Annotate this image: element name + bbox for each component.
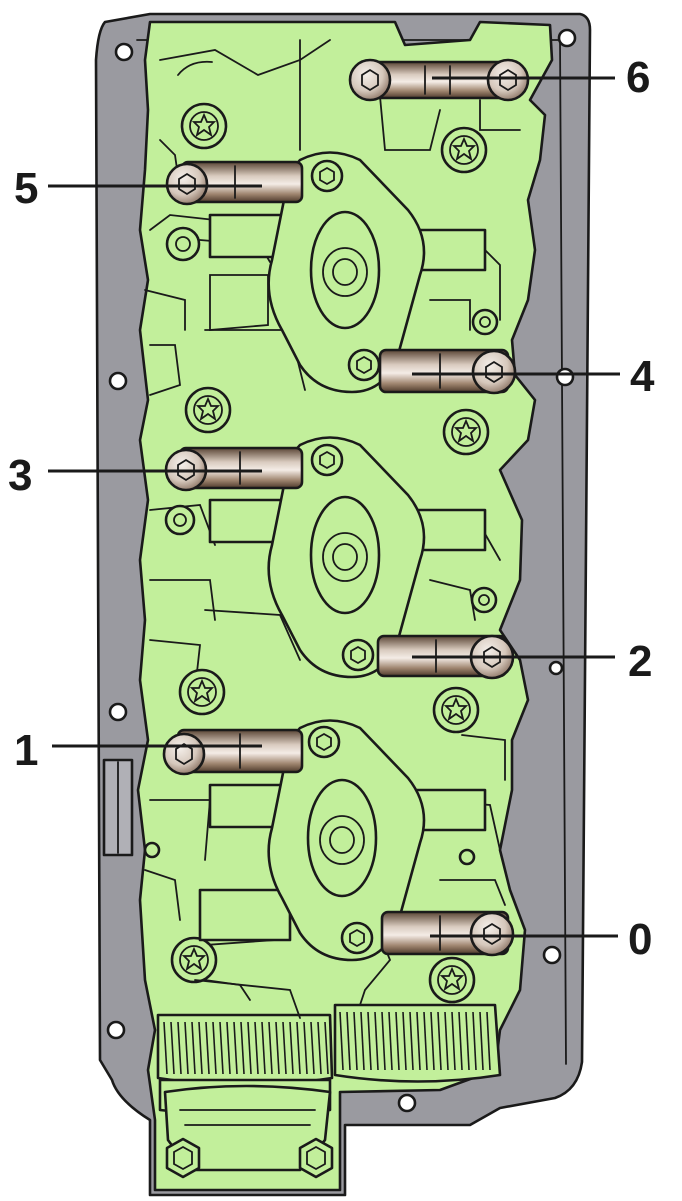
torx-bolt xyxy=(170,936,218,984)
gear-tooth xyxy=(395,1011,400,1071)
camshaft-gear-right xyxy=(333,1003,502,1083)
gear-tooth xyxy=(479,1011,484,1071)
cam-tower-bolts xyxy=(170,102,490,1004)
gear-tooth xyxy=(465,1011,470,1071)
gear-tooth xyxy=(353,1011,358,1071)
cap-bolt xyxy=(348,58,392,102)
bearing-cap-3 xyxy=(164,446,304,492)
gear-tooth xyxy=(240,1021,245,1075)
gear-tooth xyxy=(233,1021,238,1075)
cap-bolt xyxy=(486,58,530,102)
gear-tooth xyxy=(303,1021,308,1075)
torx-bolt xyxy=(442,408,490,456)
gear-tooth xyxy=(198,1021,203,1075)
gear-tooth xyxy=(339,1011,344,1071)
gear-tooth xyxy=(254,1021,259,1075)
gear-tooth xyxy=(402,1011,407,1071)
cap-bolt xyxy=(162,732,206,776)
callout-label-5: 5 xyxy=(14,164,38,213)
bearing-cap-1 xyxy=(162,728,304,776)
gear-tooth xyxy=(219,1021,224,1075)
gear-tooth xyxy=(458,1011,463,1071)
housing-bolt xyxy=(165,1137,201,1179)
bearing-cap-5 xyxy=(165,160,304,206)
gasket-bolt-hole xyxy=(108,371,128,391)
torx-bolt xyxy=(180,102,228,150)
cap-bolt xyxy=(165,162,209,206)
gasket-bolt-hole xyxy=(542,945,562,965)
camshaft xyxy=(198,213,487,942)
gear-tooth xyxy=(360,1011,365,1071)
bearing-cap-6 xyxy=(348,58,530,102)
callout-label-1: 1 xyxy=(14,726,38,775)
gear-tooth xyxy=(367,1011,372,1071)
gear-tooth xyxy=(268,1021,273,1075)
gear-tooth xyxy=(388,1011,393,1071)
gear-tooth xyxy=(451,1011,456,1071)
injector-flange xyxy=(267,719,426,962)
gear-tooth xyxy=(317,1021,322,1075)
bearing-cap-0 xyxy=(380,910,515,957)
torx-bolt xyxy=(184,386,232,434)
camshaft-gears xyxy=(156,979,502,1179)
gear-tooth xyxy=(177,1021,182,1075)
cap-bolt xyxy=(469,911,515,957)
callout-label-3: 3 xyxy=(8,451,32,500)
gear-tooth xyxy=(310,1021,315,1075)
gear-tooth xyxy=(163,1021,168,1075)
gear-tooth xyxy=(275,1021,280,1075)
gear-tooth xyxy=(226,1021,231,1075)
gear-tooth xyxy=(374,1011,379,1071)
gear-tooth xyxy=(184,1021,189,1075)
torx-bolt xyxy=(432,686,480,734)
gasket-bolt-hole xyxy=(557,28,577,48)
gear-tooth xyxy=(444,1011,449,1071)
callouts: 6 5 4 3 2 1 0 xyxy=(8,53,655,964)
gear-tooth xyxy=(409,1011,414,1071)
gear-tooth xyxy=(296,1021,301,1075)
gear-tooth xyxy=(289,1021,294,1075)
gear-tooth xyxy=(472,1011,477,1071)
gear-tooth xyxy=(170,1021,175,1075)
gear-tooth xyxy=(247,1021,252,1075)
torx-bolt xyxy=(440,126,488,174)
gasket-bolt-hole xyxy=(397,1093,417,1113)
gasket-bolt-hole xyxy=(555,367,575,387)
gear-tooth xyxy=(423,1011,428,1071)
gear-tooth xyxy=(430,1011,435,1071)
callout-label-6: 6 xyxy=(626,53,650,102)
gasket-bolt-hole xyxy=(106,1020,126,1040)
gear-tooth xyxy=(416,1011,421,1071)
callout-label-2: 2 xyxy=(628,637,652,686)
gear-tooth xyxy=(437,1011,442,1071)
gear-tooth xyxy=(282,1021,287,1075)
gear-tooth xyxy=(205,1021,210,1075)
gear-tooth xyxy=(191,1021,196,1075)
small-bosses xyxy=(143,226,499,866)
torx-bolt xyxy=(428,956,476,1004)
injector-flange xyxy=(267,436,426,679)
callout-label-0: 0 xyxy=(628,915,652,964)
bearing-cap-4 xyxy=(378,348,517,395)
gasket-bolt-hole xyxy=(114,42,134,62)
housing-bolt xyxy=(298,1137,334,1179)
gear-tooth xyxy=(381,1011,386,1071)
gear-tooth xyxy=(212,1021,217,1075)
torx-bolt xyxy=(178,668,226,716)
gear-tooth xyxy=(324,1021,329,1075)
gasket-bolt-hole xyxy=(548,660,564,676)
gear-tooth xyxy=(261,1021,266,1075)
callout-label-4: 4 xyxy=(630,352,655,401)
gear-tooth xyxy=(346,1011,351,1071)
cap-bolt xyxy=(471,349,517,395)
gasket-bolt-hole xyxy=(108,702,128,722)
gear-tooth xyxy=(486,1011,491,1071)
